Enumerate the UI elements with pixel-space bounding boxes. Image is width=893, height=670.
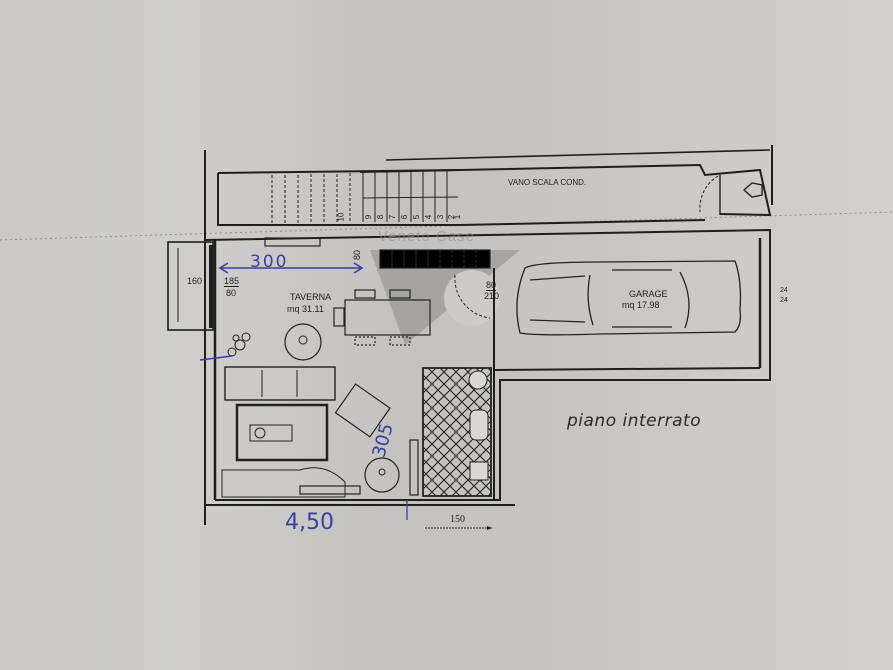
dining-table xyxy=(333,289,431,346)
dimension-window-outer: 160 xyxy=(187,276,203,286)
dimension-door-width: 80 xyxy=(486,280,497,291)
stair-step-number: 8 xyxy=(376,214,386,220)
handwritten-width-bottom: 4,50 xyxy=(285,510,334,535)
stair-step-number: 5 xyxy=(412,214,422,220)
watermark-logo xyxy=(370,250,520,345)
dimension-window-height: 185 xyxy=(224,276,240,287)
stair-step-number: 7 xyxy=(388,214,398,220)
room-area-taverna: mq 31.11 xyxy=(287,304,324,314)
dimension-right-window-top: 24 xyxy=(780,287,788,294)
dimension-right-window-bottom: 24 xyxy=(780,297,788,304)
handwritten-width-top: 300 xyxy=(250,252,289,272)
stair-step-number: 6 xyxy=(400,214,410,220)
watermark-text: Veneto Case xyxy=(378,228,475,245)
stair-step-number: 4 xyxy=(424,214,434,220)
dimension-bottom-measure: 150 xyxy=(450,514,465,525)
entrance-arrow-icon xyxy=(742,182,763,198)
stair-label: VANO SCALA COND. xyxy=(508,178,587,187)
stair-step-number: 3 xyxy=(436,214,446,220)
car xyxy=(516,260,742,336)
dimension-window-width: 80 xyxy=(226,288,237,298)
room-name-garage: GARAGE xyxy=(629,289,668,299)
plant xyxy=(227,332,251,357)
floor-label: piano interrato xyxy=(567,411,702,431)
dimension-stair-opening: 80 xyxy=(352,249,363,261)
dimension-door-height: 210 xyxy=(484,291,500,301)
room-name-taverna: TAVERNA xyxy=(290,292,332,302)
stair-step-number: 1 xyxy=(453,214,463,220)
stair-step-number: 10 xyxy=(336,212,346,222)
handwritten-marks xyxy=(199,262,408,520)
room-area-garage: mq 17.98 xyxy=(622,300,660,310)
stair-step-number: 9 xyxy=(364,214,374,220)
